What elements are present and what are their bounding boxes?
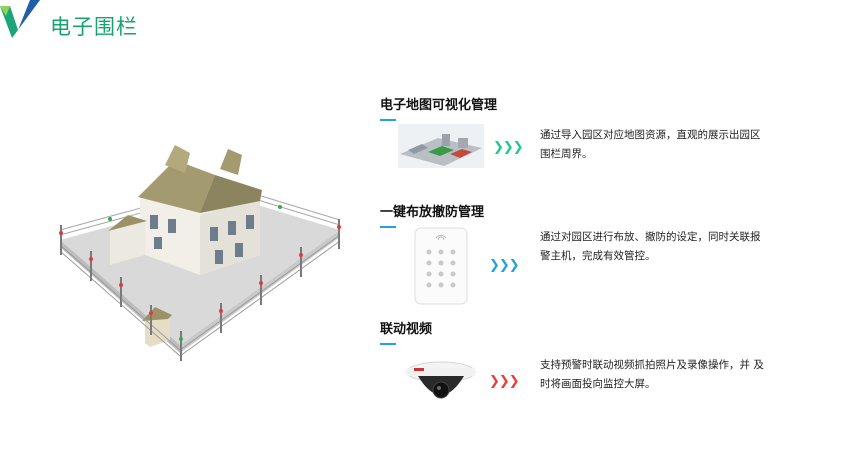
section-underline bbox=[380, 226, 396, 228]
section-arm-disarm: 一键布放撤防管理 bbox=[380, 201, 820, 228]
arrows-indicator: ❯❯❯ bbox=[489, 374, 520, 389]
arrows-indicator: ❯❯❯ bbox=[489, 258, 520, 273]
section-title: 联动视频 bbox=[380, 322, 433, 337]
fenced-villa-illustration bbox=[59, 145, 341, 361]
section-description: 通过对园区进行布放、撤防的设定，同时关联报警主机，完成有效管控。 bbox=[540, 231, 761, 262]
section-description: 支持预警时联动视频抓拍照片及录像操作，并 及时将画面投向监控大屏。 bbox=[540, 359, 764, 390]
section-linked-video: 联动视频 bbox=[380, 318, 820, 345]
section-map-management: 电子地图可视化管理 bbox=[380, 94, 820, 121]
section-description: 通过导入园区对应地图资源，直观的展示出园区围栏周界。 bbox=[540, 129, 761, 160]
section-title: 一键布放撤防管理 bbox=[380, 205, 485, 220]
dome-camera-thumbnail bbox=[406, 361, 476, 399]
section-title: 电子地图可视化管理 bbox=[380, 98, 498, 113]
section-underline bbox=[380, 343, 396, 345]
keypad-device-thumbnail bbox=[414, 227, 468, 305]
page-title: 电子围栏 bbox=[50, 15, 138, 39]
arrows-indicator: ❯❯❯ bbox=[493, 140, 524, 155]
section-underline bbox=[380, 119, 396, 121]
campus-map-thumbnail bbox=[398, 124, 484, 168]
brand-logo-icon bbox=[0, 0, 40, 38]
